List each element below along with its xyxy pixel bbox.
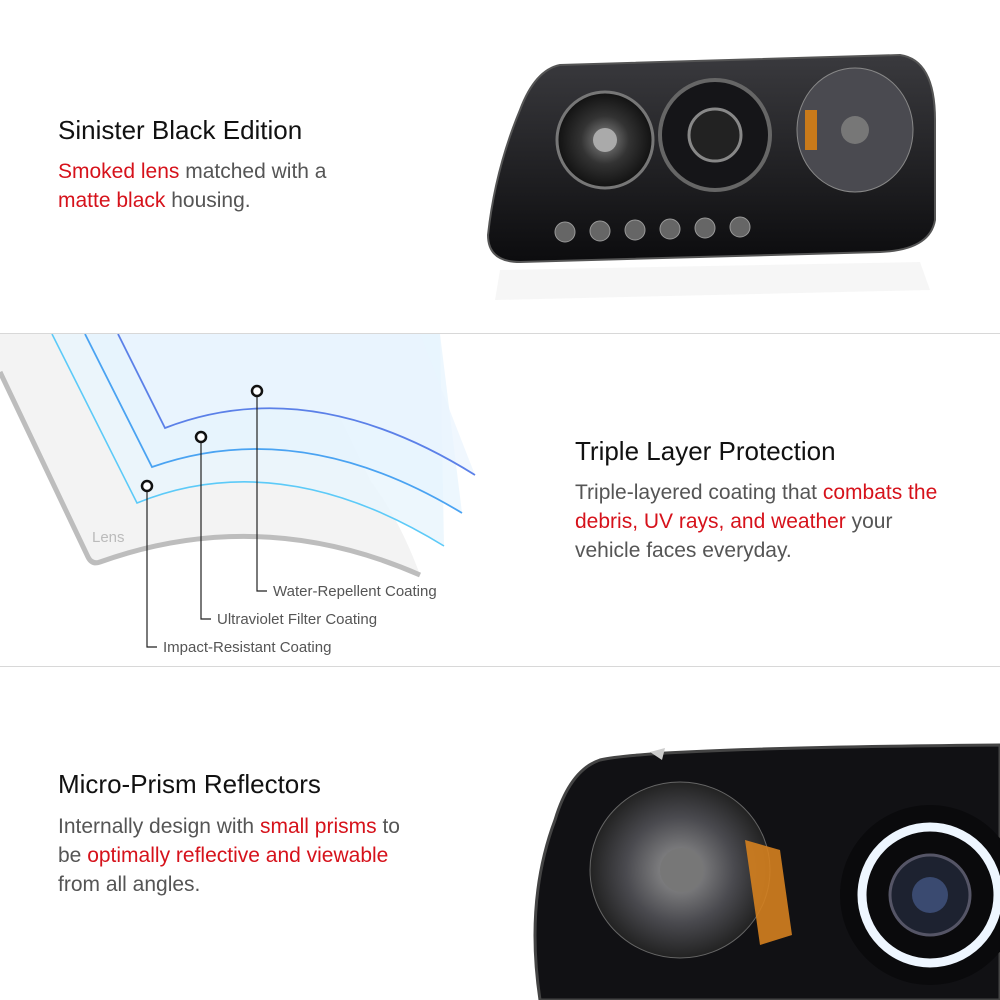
desc-highlight: matte black [58,189,166,212]
lens-layer [0,370,422,578]
section1-desc: Smoked lens matched with a matte black h… [58,157,358,215]
section3-title: Micro-Prism Reflectors [58,769,321,799]
desc-highlight: optimally reflective and viewable [87,844,389,867]
impact-layer-line [51,334,445,547]
water-repellent-label: Water-Repellent Coating [273,583,437,600]
coating-diagram: Lens Water-Repellent Coating Ultraviolet… [0,334,476,656]
headlight-image-top [486,53,936,300]
impact-resistant-label: Impact-Resistant Coating [163,639,331,656]
water-marker [250,384,264,398]
impact-marker [140,479,154,493]
desc-text: Triple-layered coating that [575,481,823,504]
section2-desc: Triple-layered coating that combats the … [575,478,955,565]
uv-filter-label: Ultraviolet Filter Coating [217,611,377,628]
desc-text: from all angles. [58,873,201,896]
section3-desc: Internally design with small prisms to b… [58,812,428,899]
water-layer-line [117,334,476,476]
desc-highlight: combats the debris, UV rays, and weather [575,481,938,533]
lens-label: Lens [92,529,125,546]
desc-highlight: small prisms [259,815,377,838]
desc-text: to be [58,815,400,867]
desc-text: housing. [165,189,251,212]
section1-title: Sinister Black Edition [58,115,303,145]
divider [0,666,1000,667]
desc-text: your vehicle faces everyday. [575,510,893,562]
desc-text: Internally design with [58,815,260,838]
section2-title: Triple Layer Protection [575,436,836,466]
desc-highlight: Smoked lens [58,160,180,183]
uv-layer-line [84,334,463,514]
divider [0,333,1000,334]
desc-text: matched with a [179,160,327,183]
uv-marker [194,430,208,444]
